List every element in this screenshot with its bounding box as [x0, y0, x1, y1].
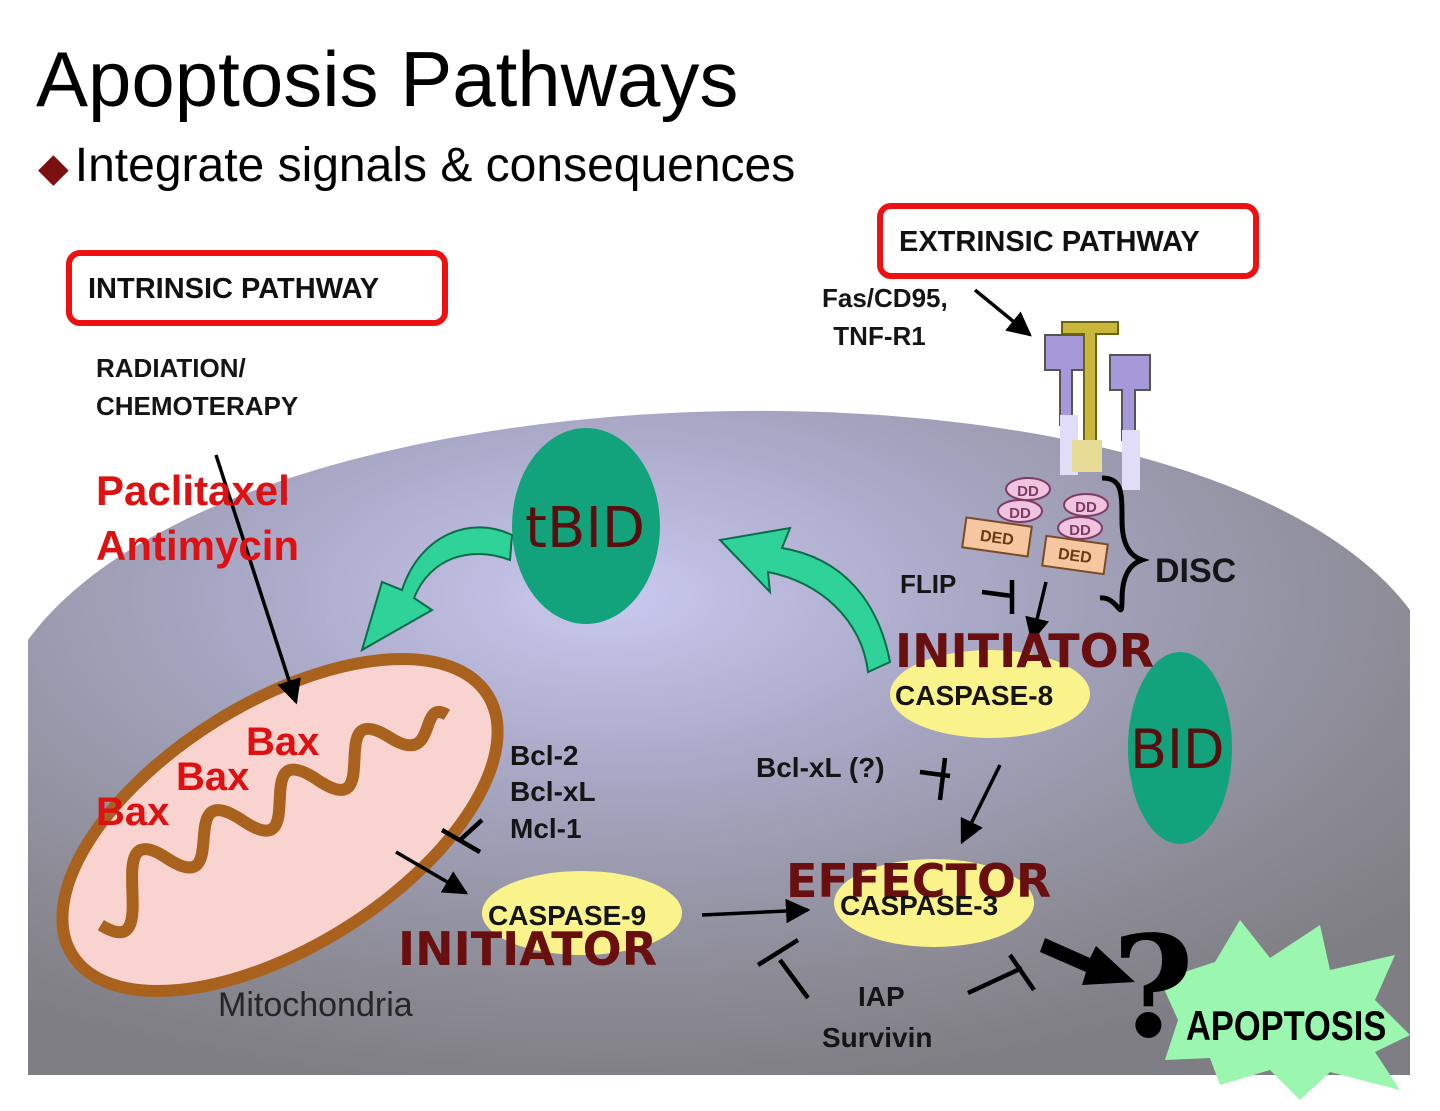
caspase8-label: CASPASE-8 — [895, 680, 1054, 711]
radiation-arrow — [214, 454, 301, 705]
dd-label: DD — [1069, 522, 1091, 539]
bid-label: BID — [1130, 718, 1225, 781]
caspase9-label: CASPASE-9 — [488, 900, 647, 931]
mitochondria-label: Mitochondria — [218, 986, 413, 1024]
bcl2-inhibition-icon — [440, 818, 484, 854]
intrinsic-pathway-box: INTRINSIC PATHWAY — [66, 250, 448, 326]
diamond-bullet-icon: ◆ — [38, 146, 69, 190]
caspase8-shape — [890, 650, 1090, 738]
death-receptor-icon — [1044, 321, 1151, 490]
survivin-label: Survivin — [822, 1022, 933, 1053]
antimycin-label: Antimycin — [96, 521, 300, 569]
mito-to-caspase9-arrow — [395, 850, 469, 895]
initiator-bottom-label: INITIATOR — [398, 922, 658, 976]
flip-inhibition-icon — [981, 580, 1015, 614]
ded-label: DED — [979, 528, 1015, 550]
dd-label: DD — [1009, 505, 1031, 522]
caspase9-shape — [482, 871, 682, 955]
disc-label: DISC — [1155, 552, 1237, 590]
bax-label: Bax — [176, 755, 250, 799]
bax-label: Bax — [96, 790, 170, 834]
tbid-to-mito-arrow-icon — [360, 526, 514, 653]
receptor-label: Fas/CD95, TNF-R1 — [822, 283, 948, 351]
ded-label: DED — [1057, 546, 1093, 568]
drug-list: Paclitaxel Antimycin — [96, 464, 299, 573]
survivin-inhibition-icon — [967, 953, 1036, 996]
bclxl-label: Bcl-xL — [510, 776, 596, 808]
question-mark-label: ? — [1112, 906, 1195, 1070]
dd-label: DD — [1017, 483, 1039, 500]
bclxl-inhibition-icon — [919, 757, 951, 801]
bcl2-family-list: Bcl-2 Bcl-xL Mcl-1 — [510, 738, 596, 847]
caspase3-to-apoptosis-arrow-icon — [1040, 938, 1135, 985]
mitochondria-icon — [56, 652, 504, 998]
caspase3-shape — [834, 859, 1034, 947]
dd-label: DD — [1075, 499, 1097, 516]
disc-brace-icon — [1099, 475, 1150, 613]
disc-domains: DD DD DED DD DD DED — [961, 477, 1109, 576]
mcl1-label: Mcl-1 — [510, 812, 582, 844]
caspase8-to-tbid-arrow-icon — [717, 526, 892, 674]
flip-label: FLIP — [900, 569, 957, 599]
slide-title: Apoptosis Pathways — [36, 35, 739, 123]
radiation-label: RADIATION/ CHEMOTERAPY — [96, 353, 299, 421]
caspase9-to-caspase3-arrow — [701, 898, 811, 924]
tbid-shape — [512, 428, 660, 624]
iap-label: IAP — [858, 981, 905, 1012]
tbid-label: tBID — [525, 496, 646, 561]
apoptosis-burst-icon — [1160, 920, 1410, 1100]
extrinsic-pathway-box: EXTRINSIC PATHWAY — [877, 203, 1259, 279]
bcl2-label: Bcl-2 — [510, 740, 579, 771]
bax-label: Bax — [246, 720, 320, 764]
paclitaxel-label: Paclitaxel — [96, 467, 290, 514]
bid-shape — [1128, 652, 1232, 844]
apoptosis-label: APOPTOSIS — [1186, 1002, 1387, 1049]
disc-to-caspase8-arrow — [1025, 581, 1050, 643]
effector-label: EFFECTOR — [786, 854, 1052, 908]
subtitle-text: Integrate signals & consequences — [74, 139, 796, 192]
bclxl-question-label: Bcl-xL (?) — [756, 752, 885, 783]
caspase8-to-caspase3-arrow — [960, 764, 1002, 845]
caspase3-label: CASPASE-3 — [840, 890, 999, 921]
slide-subtitle: ◆Integrate signals & consequences — [38, 142, 795, 190]
initiator-top-label: INITIATOR — [895, 624, 1155, 678]
iap-caspase9-inhibition-icon — [756, 938, 810, 1000]
receptor-arrow — [973, 288, 1032, 337]
